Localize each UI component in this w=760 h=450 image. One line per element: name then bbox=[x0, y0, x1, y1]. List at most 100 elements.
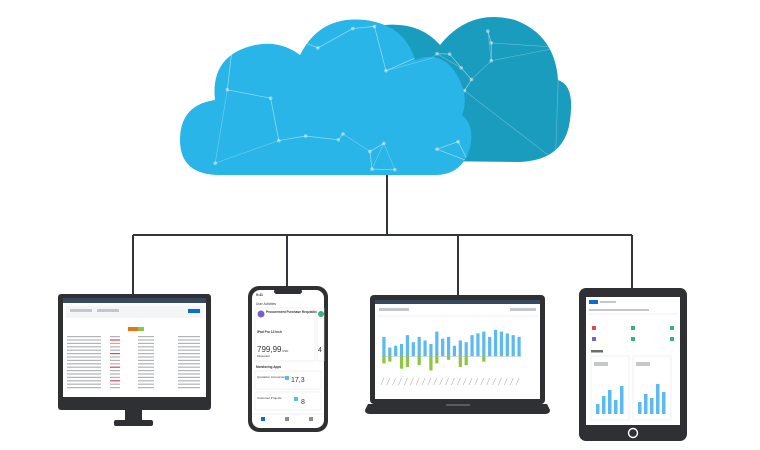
network-node bbox=[231, 39, 235, 44]
table-cell bbox=[110, 376, 120, 378]
network-node bbox=[456, 139, 460, 144]
network-node bbox=[316, 46, 320, 50]
table-cell bbox=[110, 366, 120, 368]
network-node bbox=[459, 66, 464, 70]
mini-chart-bar bbox=[656, 384, 660, 414]
network-node bbox=[372, 24, 377, 29]
phone-item-value: 799,99 bbox=[257, 345, 282, 354]
network-link bbox=[214, 89, 228, 164]
network-node bbox=[447, 52, 452, 56]
network-node bbox=[393, 167, 397, 172]
network-link bbox=[369, 143, 385, 152]
app-tile-icon bbox=[631, 326, 635, 330]
phone-item-currency: USD bbox=[282, 349, 289, 353]
chart-bar bbox=[394, 345, 398, 357]
table-cell bbox=[178, 370, 200, 372]
table-cell bbox=[178, 383, 200, 385]
phone-tile bbox=[254, 391, 322, 411]
chart-bar bbox=[382, 356, 386, 364]
chart-tick-label bbox=[474, 377, 479, 386]
desktop-go-button bbox=[188, 309, 200, 313]
phone-item-caption: Requested bbox=[257, 354, 270, 358]
table-row bbox=[67, 356, 101, 358]
phone-card-title: Procurement Purchase Requisition bbox=[266, 310, 319, 314]
network-node bbox=[370, 167, 374, 171]
table-cell bbox=[178, 387, 200, 389]
table-cell bbox=[138, 376, 154, 378]
phone-status-time: 9:41 bbox=[256, 293, 263, 297]
phone-app-content: 9:41 User Activities Procurement Purchas… bbox=[253, 293, 325, 421]
chart-bar bbox=[511, 335, 515, 357]
table-row bbox=[67, 349, 101, 351]
table-cell bbox=[138, 349, 154, 351]
laptop-toolbar-placeholder bbox=[510, 308, 536, 311]
network-link bbox=[227, 89, 271, 99]
table-cell bbox=[138, 370, 154, 372]
app-tile-icon bbox=[631, 337, 635, 341]
table-cell bbox=[110, 370, 120, 372]
desktop-highlight-bar bbox=[138, 327, 144, 331]
chart-bar bbox=[405, 356, 410, 367]
chart-tick-label bbox=[462, 377, 467, 386]
table-cell bbox=[138, 383, 154, 385]
network-node bbox=[489, 58, 494, 63]
tablet-mini-charts bbox=[594, 362, 666, 414]
chart-bar bbox=[464, 342, 468, 357]
table-cell bbox=[138, 366, 154, 368]
network-link bbox=[369, 151, 373, 170]
network-link bbox=[342, 133, 371, 152]
network-node bbox=[225, 87, 230, 92]
mini-chart-bar bbox=[620, 386, 624, 414]
chart-bar bbox=[505, 333, 509, 357]
network-link bbox=[449, 53, 462, 69]
network-node bbox=[435, 51, 439, 56]
network-node bbox=[276, 138, 281, 143]
chart-bar bbox=[446, 336, 451, 357]
chart-tick-label bbox=[468, 377, 473, 386]
network-link bbox=[369, 143, 385, 152]
phone-notch bbox=[274, 289, 302, 294]
cloud-front-shape bbox=[180, 19, 472, 175]
table-row bbox=[67, 346, 101, 348]
chart-tick-label bbox=[421, 377, 426, 386]
network-node bbox=[384, 69, 388, 73]
table-cell bbox=[178, 342, 200, 344]
table-cell bbox=[138, 346, 154, 348]
network-link bbox=[464, 79, 472, 91]
chart-bar bbox=[435, 356, 439, 364]
network-node bbox=[351, 26, 355, 31]
chart-bar bbox=[482, 331, 486, 357]
tablet-app-content bbox=[588, 300, 678, 421]
desktop-table bbox=[67, 336, 200, 389]
table-cell bbox=[110, 383, 120, 385]
network-link bbox=[371, 168, 395, 171]
table-cell bbox=[110, 349, 120, 351]
network-node bbox=[435, 147, 439, 151]
desktop-monitor bbox=[58, 294, 211, 426]
table-cell bbox=[110, 356, 120, 358]
mini-chart-bar bbox=[650, 398, 654, 414]
table-row bbox=[67, 363, 101, 365]
laptop-app-header bbox=[375, 300, 540, 304]
kpi-value-placeholder bbox=[636, 362, 650, 366]
network-link bbox=[461, 67, 472, 80]
chart-bar bbox=[441, 338, 445, 357]
app-tile-icon bbox=[670, 326, 674, 330]
table-cell bbox=[110, 336, 120, 338]
table-row bbox=[67, 383, 101, 385]
table-cell bbox=[178, 346, 200, 348]
network-link bbox=[369, 151, 373, 170]
procurement-icon bbox=[257, 310, 265, 318]
network-link bbox=[270, 98, 280, 141]
chart-bar bbox=[493, 329, 498, 357]
table-cell bbox=[138, 339, 154, 341]
network-link bbox=[227, 89, 271, 99]
table-row bbox=[67, 370, 101, 372]
chart-bar bbox=[411, 342, 415, 357]
chart-tick-label bbox=[515, 377, 520, 386]
network-link bbox=[371, 168, 395, 171]
chart-tick-label bbox=[415, 377, 420, 386]
network-link bbox=[471, 60, 492, 80]
table-cell bbox=[138, 356, 154, 358]
